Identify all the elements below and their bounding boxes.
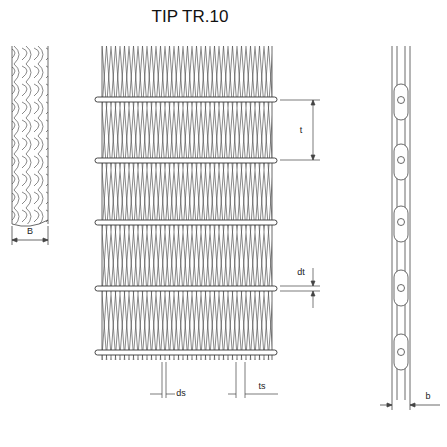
mesh-fill <box>102 46 272 360</box>
side-view <box>12 46 48 245</box>
dimension-ts <box>228 362 278 398</box>
dimension-dt <box>280 268 320 308</box>
side-view-fill <box>12 46 48 224</box>
edge-view <box>380 46 440 410</box>
dimension-label: ds <box>175 389 187 398</box>
dimension-label: t <box>299 126 304 135</box>
dimension-label: b <box>424 392 431 401</box>
dimension-label: B <box>26 227 34 236</box>
dimension-t <box>280 100 320 160</box>
mesh-edges <box>102 46 272 360</box>
dimension-label: ts <box>257 382 266 391</box>
rods <box>95 97 277 355</box>
diagram-title: TIP TR.10 <box>152 8 229 25</box>
dimension-ds <box>150 362 176 398</box>
dimension-label: dt <box>296 268 306 277</box>
